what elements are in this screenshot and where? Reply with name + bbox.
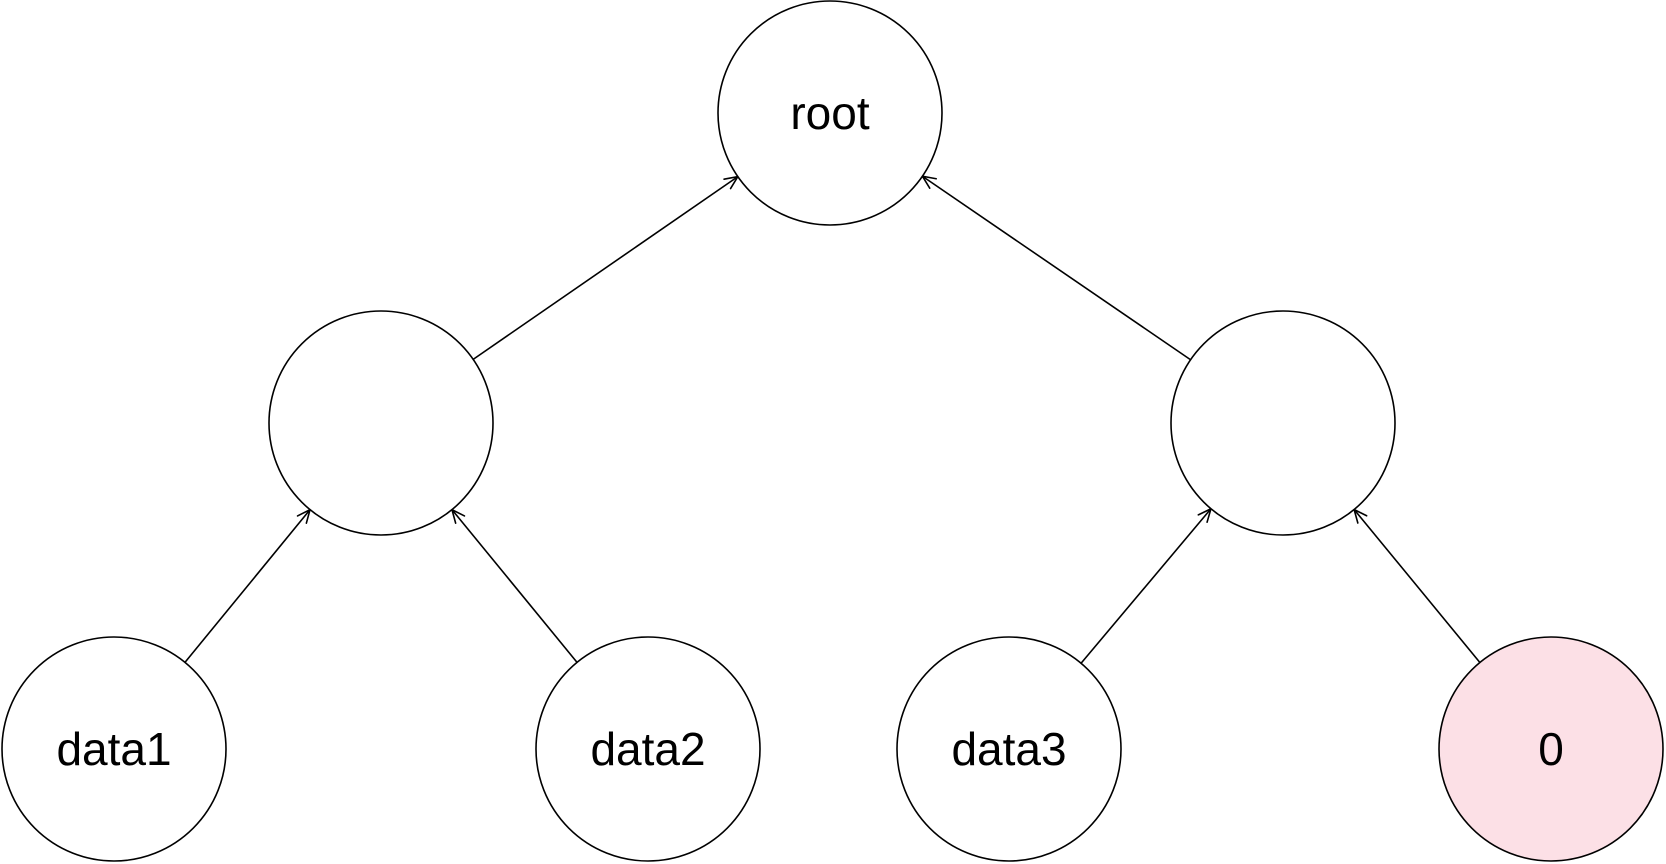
edge-line [184,509,311,663]
edge-right-internal-to-root [920,175,1192,361]
edge-line [1353,509,1481,663]
edge-line [451,509,578,663]
edge-data1-to-left-internal [184,508,312,663]
node-root: root [717,0,943,226]
node-label: root [790,87,869,139]
node-circle [1,636,227,862]
node-label: 0 [1538,723,1564,775]
node-circle [1170,310,1396,536]
node-data3: data3 [896,636,1122,862]
edge-line [1080,508,1212,664]
node-circle [717,0,943,226]
edge-line [472,175,739,361]
edge-zero-to-right-internal [1352,508,1481,663]
edge-data2-to-left-internal [450,508,578,663]
node-left-internal [268,310,494,536]
node-right-internal [1170,310,1396,536]
edge-left-internal-to-root [472,175,740,361]
node-data2: data2 [535,636,761,862]
node-label: data1 [56,723,171,775]
edge-data3-to-right-internal [1080,507,1213,664]
node-circle [268,310,494,536]
node-data1: data1 [1,636,227,862]
node-label: data3 [951,723,1066,775]
node-label: data2 [590,723,705,775]
node-zero: 0 [1438,636,1664,862]
node-circle [1438,636,1664,862]
edge-line [921,175,1192,361]
edges-layer [184,175,1481,664]
node-circle [896,636,1122,862]
node-circle [535,636,761,862]
